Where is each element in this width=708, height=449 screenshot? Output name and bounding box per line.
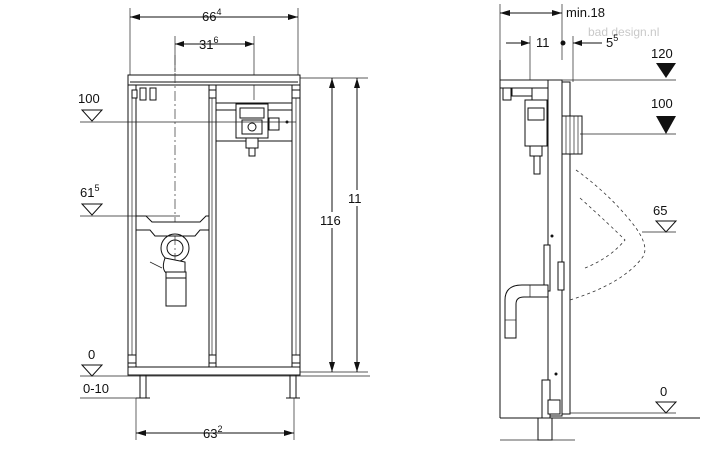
level-0-side: 0 <box>570 384 678 414</box>
svg-text:11: 11 <box>536 35 550 50</box>
dimension-min18: min.18 <box>499 4 605 60</box>
svg-text:min.18: min.18 <box>566 5 605 20</box>
level-100-front: 100 <box>78 91 296 123</box>
dimension-center: 316 <box>174 35 255 100</box>
watermark: bad design.nl <box>588 25 659 39</box>
dim-width-bottom-label: 632 <box>203 424 222 441</box>
urinal-outline <box>569 169 646 301</box>
dimension-width-bottom: 632 <box>135 398 295 441</box>
dim-width-top-label: 664 <box>202 7 221 24</box>
level-0-front: 0 0-10 <box>80 347 370 399</box>
dim-center-label: 316 <box>199 35 218 52</box>
dim-height-outer-label: 11 <box>348 191 362 206</box>
svg-text:100: 100 <box>651 96 673 111</box>
dimension-11-5: 11 55 <box>506 33 618 82</box>
level-100-side: 100 <box>580 96 676 135</box>
svg-text:65: 65 <box>653 203 667 218</box>
svg-text:100: 100 <box>78 91 100 106</box>
side-frame <box>499 79 583 441</box>
level-120-side: 120 <box>500 46 676 81</box>
level-61-front: 615 <box>80 183 180 217</box>
side-view: bad design.nl min.18 11 55 <box>499 4 700 441</box>
front-view: 664 316 <box>78 7 370 441</box>
dimension-height: 116 11 <box>300 77 368 373</box>
flush-valve <box>215 102 293 157</box>
dim-height-inner-label: 116 <box>320 213 341 228</box>
urinal-outlet <box>135 215 210 307</box>
svg-text:0: 0 <box>660 384 667 399</box>
svg-text:615: 615 <box>80 183 99 200</box>
svg-text:55: 55 <box>606 33 618 50</box>
outlet-elbow <box>504 284 549 339</box>
level-65-side: 65 <box>642 203 678 233</box>
svg-text:0-10: 0-10 <box>83 381 109 396</box>
dimension-width-top: 664 <box>129 7 299 75</box>
svg-text:0: 0 <box>88 347 95 362</box>
svg-text:120: 120 <box>651 46 673 61</box>
